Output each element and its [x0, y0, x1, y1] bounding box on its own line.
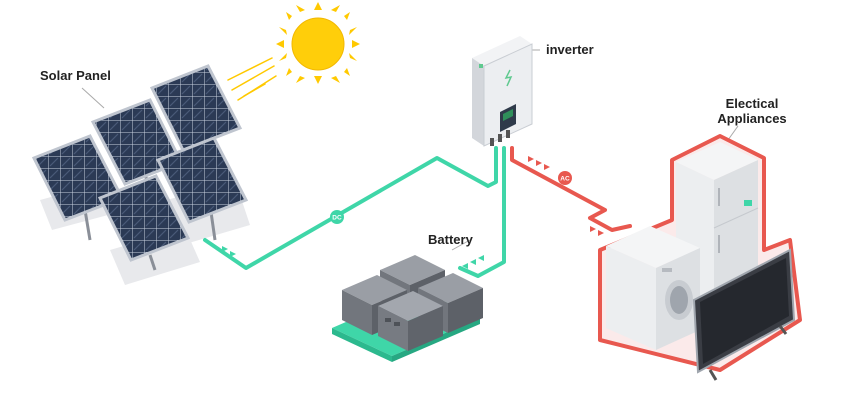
- inverter-unit: [472, 36, 533, 147]
- battery-cell: [378, 291, 443, 351]
- appliances-label-line1: Electical: [725, 96, 779, 111]
- solar-panel-array: [31, 64, 250, 285]
- ac-tag: AC: [558, 171, 572, 185]
- dc-flow-arrows: [222, 246, 484, 269]
- battery-pointer: [451, 239, 471, 251]
- washing-machine: [606, 226, 700, 350]
- television: [692, 248, 796, 381]
- inverter-label: inverter: [546, 42, 594, 57]
- ac-cable: [510, 146, 632, 232]
- dc-tag: DC: [330, 210, 344, 224]
- solar-panel: [97, 174, 191, 271]
- dc-tag-label: DC: [332, 215, 342, 222]
- ac-flow-arrows: [528, 156, 604, 236]
- lightning-icon: [504, 69, 513, 87]
- solar-panel: [155, 136, 249, 241]
- appliances-pointer: [727, 125, 739, 141]
- dc-cable: [203, 146, 506, 278]
- solar-panel-pointer: [81, 87, 105, 109]
- ac-tag-label: AC: [560, 176, 570, 183]
- sunbeam-lines: [227, 57, 277, 101]
- inverter-logo: [479, 64, 483, 68]
- sun-icon: [276, 2, 360, 84]
- appliances-group: [598, 134, 802, 381]
- battery-bank: [332, 255, 483, 362]
- appliances-label-line2: Appliances: [717, 111, 787, 126]
- appliances-label: Electical Appliances: [712, 96, 792, 126]
- solar-panel-label: Solar Panel: [40, 68, 111, 83]
- battery-label: Battery: [428, 232, 473, 247]
